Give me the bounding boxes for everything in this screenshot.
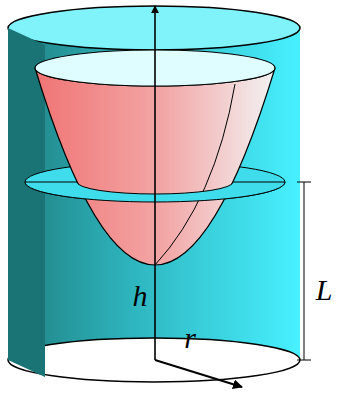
axis [154, 6, 156, 360]
dimension-tick [297, 360, 311, 361]
cylinder-top [8, 6, 300, 50]
dimension-line [304, 182, 305, 360]
radius-label: r [184, 323, 196, 353]
meridian [155, 84, 235, 265]
cylinder-wall [8, 6, 300, 360]
cylinder-bottom [8, 338, 300, 382]
radius-arrow [155, 360, 242, 387]
dimension-tick [297, 182, 311, 183]
height-label: h [133, 281, 148, 311]
length-label: L [316, 275, 333, 305]
